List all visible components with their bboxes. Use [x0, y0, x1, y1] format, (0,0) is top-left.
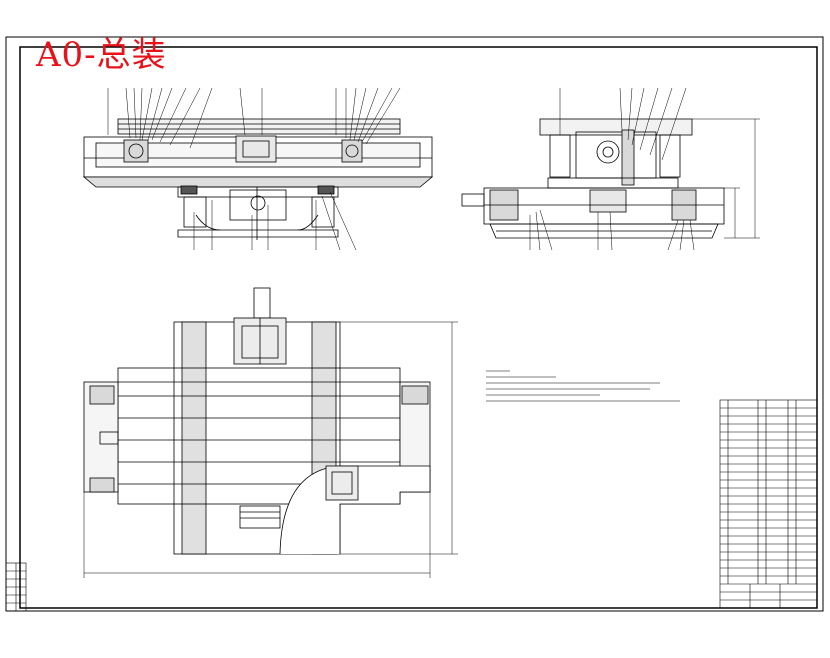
outer-frame [5, 36, 824, 612]
revision-block [5, 562, 27, 612]
top-view [83, 287, 458, 578]
inner-frame [19, 46, 818, 609]
parts-list [719, 399, 818, 609]
technical-notes [486, 370, 680, 402]
front-view [82, 87, 434, 251]
side-view [461, 87, 760, 251]
drawing-title: A0-总装 [36, 35, 167, 75]
